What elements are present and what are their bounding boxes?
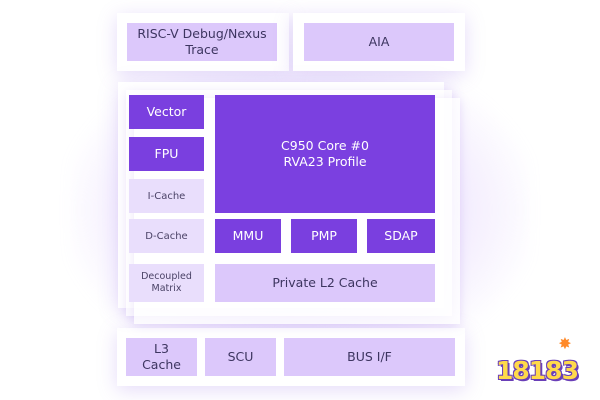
icache-block: I-Cache [129, 179, 204, 213]
l2-cache-block: Private L2 Cache [215, 264, 435, 302]
mmu-block: MMU [215, 219, 281, 253]
aia-panel: AIA [293, 13, 465, 71]
burst-icon: ✸ [558, 334, 572, 353]
debug-trace-panel: RISC-V Debug/Nexus Trace [117, 13, 289, 71]
decoupled-matrix-block: Decoupled Matrix [129, 264, 204, 302]
logo-text: 18183 [496, 356, 579, 385]
vector-block: Vector [129, 95, 204, 129]
core-cluster-panel: Vector FPU I-Cache D-Cache Decoupled Mat… [118, 82, 460, 324]
pmp-block: PMP [291, 219, 357, 253]
aia-block: AIA [304, 23, 454, 61]
core-block: C950 Core #0 RVA23 Profile [215, 95, 435, 213]
dcache-block: D-Cache [129, 219, 204, 253]
watermark-logo: ✸ 18183 [494, 333, 580, 386]
bottom-panel: L3 Cache SCU BUS I/F [117, 328, 465, 386]
sdap-block: SDAP [367, 219, 435, 253]
fpu-block: FPU [129, 137, 204, 171]
debug-trace-block: RISC-V Debug/Nexus Trace [127, 23, 277, 61]
core-title: C950 Core #0 [281, 137, 369, 153]
l3-cache-block: L3 Cache [126, 338, 197, 376]
core-profile: RVA23 Profile [283, 154, 367, 169]
scu-block: SCU [205, 338, 276, 376]
bus-if-block: BUS I/F [284, 338, 455, 376]
